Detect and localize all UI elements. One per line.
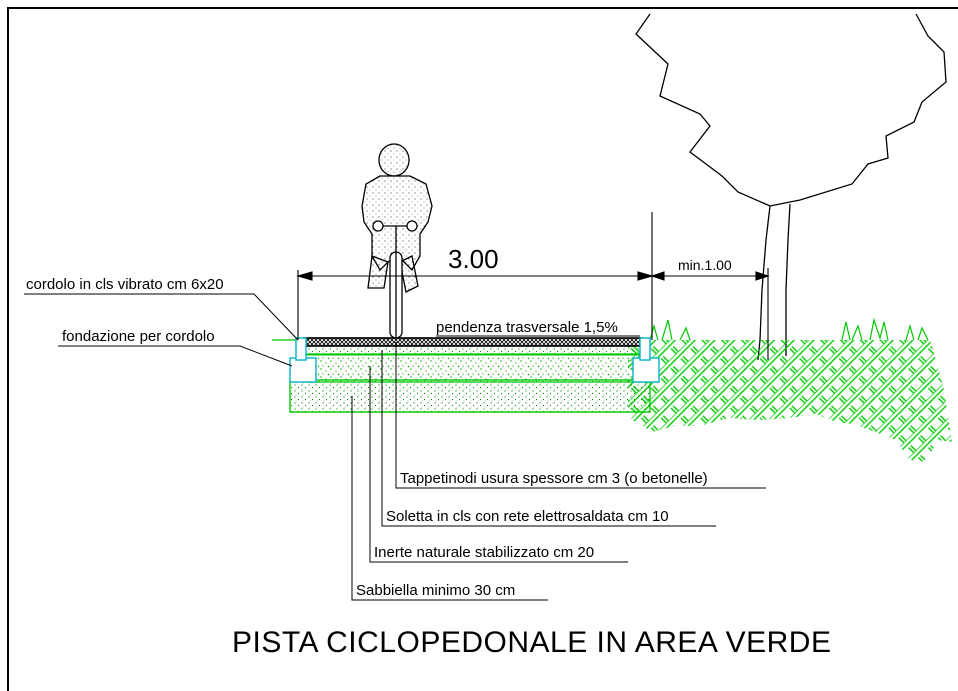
- right-curb: [639, 337, 651, 361]
- width-dimension-label: 3.00: [448, 244, 499, 274]
- left-curb: [295, 337, 307, 361]
- wearing-course: [303, 337, 643, 347]
- cyclist-figure: [361, 143, 433, 339]
- cyclist-hand-right: [406, 220, 418, 232]
- drawing-title: PISTA CICLOPEDONALE IN AREA VERDE: [232, 626, 831, 659]
- curb-foundation-label: fondazione per cordolo: [62, 328, 215, 345]
- layer-label-sand: Sabbiella minimo 30 cm: [356, 582, 515, 599]
- slope-label: pendenza trasversale 1,5%: [436, 319, 618, 336]
- left-curb-foundation: [289, 357, 317, 383]
- tree-trunk-right: [785, 203, 791, 356]
- pavement-section: [289, 337, 660, 413]
- tree-canopy: [635, 13, 947, 207]
- tree: [635, 13, 947, 361]
- cyclist-leg-left: [367, 255, 389, 289]
- right-curb-foundation: [632, 357, 660, 383]
- layer-label-slab: Soletta in cls con rete elettrosaldata c…: [386, 508, 669, 525]
- left-leaders: [24, 293, 299, 367]
- sand-layer: [289, 379, 651, 413]
- concrete-slab: [303, 345, 643, 356]
- ground-hatch: [628, 340, 952, 464]
- cyclist-helmet: [378, 143, 410, 177]
- aggregate-layer: [303, 353, 643, 383]
- grass-tufts: [649, 317, 929, 341]
- curb-label: cordolo in cls vibrato cm 6x20: [26, 276, 224, 293]
- layer-label-wearing: Tappetinodi usura spessore cm 3 (o beton…: [400, 470, 708, 487]
- layer-leaders: [351, 342, 766, 601]
- ground-area: [272, 317, 952, 464]
- drawing-frame: [7, 7, 958, 691]
- min-distance-label: min.1.00: [678, 257, 732, 273]
- cyclist-hand-left: [372, 220, 384, 232]
- dimension-lines: [295, 212, 770, 360]
- layer-label-aggregate: Inerte naturale stabilizzato cm 20: [374, 544, 594, 561]
